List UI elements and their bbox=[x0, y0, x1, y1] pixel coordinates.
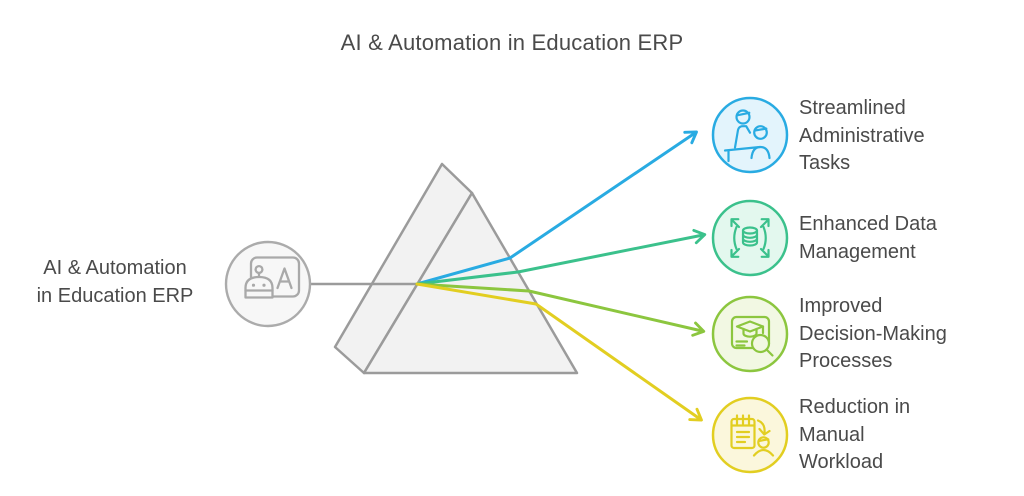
outcome-label-data-management: Enhanced Data Management bbox=[799, 213, 937, 263]
outcome-circle-0 bbox=[711, 96, 789, 174]
outcome-circle-3 bbox=[711, 396, 789, 474]
outcome-node-decision-making bbox=[711, 295, 789, 373]
robot-presentation-icon bbox=[244, 256, 301, 299]
outcome-node-streamlined-admin bbox=[711, 96, 789, 174]
outcome-label-streamlined-admin: Streamlined Administrative Tasks bbox=[799, 97, 925, 174]
graduation-search-icon bbox=[730, 315, 774, 357]
diagram-title: AI & Automation in Education ERP bbox=[340, 30, 684, 55]
outcome-node-manual-workload bbox=[711, 396, 789, 474]
database-expand-icon bbox=[730, 218, 770, 258]
admin-people-desk-icon bbox=[723, 109, 771, 163]
outcome-node-data-management bbox=[711, 199, 789, 277]
ray-decision-making bbox=[415, 282, 706, 337]
ray-manual-workload bbox=[415, 282, 703, 422]
outcome-label-decision-making: Improved Decision-Making Processes bbox=[799, 295, 947, 372]
ray-streamlined-admin bbox=[415, 130, 698, 286]
checklist-person-icon bbox=[730, 414, 775, 457]
outcome-circle-2 bbox=[711, 295, 789, 373]
ray-data-management bbox=[415, 228, 707, 286]
source-label: AI & Automation in Education ERP bbox=[36, 257, 194, 307]
source-node bbox=[224, 240, 312, 328]
outcome-label-manual-workload: Reduction in Manual Workload bbox=[799, 396, 911, 473]
ray-group bbox=[415, 130, 707, 422]
